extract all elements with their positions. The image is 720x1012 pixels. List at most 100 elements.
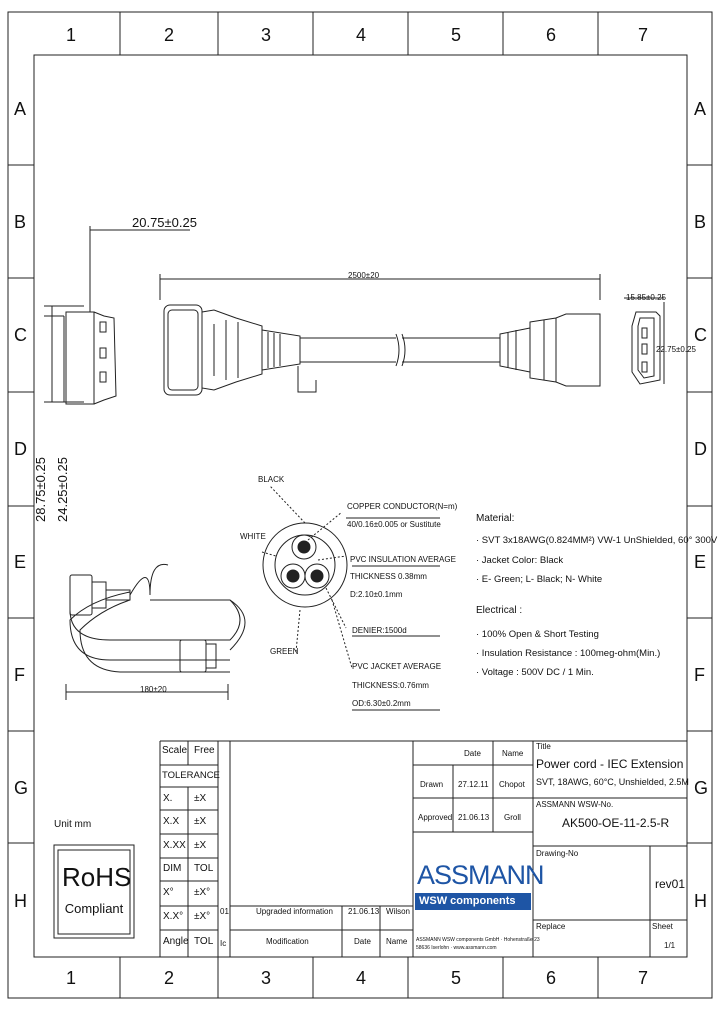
- insulation-thickness: THICKNESS 0.38mm: [350, 572, 427, 581]
- row-label-left-c: C: [14, 325, 27, 345]
- socket-front-view: [624, 297, 665, 385]
- rev-idx-label: Ic: [220, 939, 227, 948]
- assmann-logo: ASSMANN WSW components: [415, 862, 545, 912]
- conductor-title: COPPER CONDUCTOR(N=m): [347, 502, 458, 511]
- sheet-label: Sheet: [652, 922, 673, 931]
- insulation-title: PVC INSULATION AVERAGE: [350, 555, 456, 564]
- logo-sub: WSW components: [419, 895, 516, 907]
- row-label-right-g: G: [694, 778, 709, 798]
- outer-frame: [7, 11, 713, 999]
- dim-socket-height: 22.75±0.25: [656, 345, 696, 354]
- tol-val-6: TOL: [194, 936, 214, 947]
- insulation-od: D:2.10±0.1mm: [350, 590, 403, 599]
- dim-coil-length: 180±20: [140, 685, 167, 694]
- unit-label: Unit mm: [54, 819, 92, 830]
- col-label-bottom-4: 4: [356, 968, 367, 988]
- row-label-right-h: H: [694, 891, 707, 911]
- row-label-left-b: B: [14, 212, 27, 232]
- label-green: GREEN: [270, 647, 299, 656]
- drawing-no-label: Drawing-No: [536, 849, 579, 858]
- col-label-top-4: 4: [356, 25, 367, 45]
- name-header: Name: [502, 749, 524, 758]
- revision-code: rev01: [655, 877, 686, 891]
- denier: DENIER:1500d: [352, 626, 407, 635]
- tol-val-2: ±X: [194, 840, 207, 851]
- drawing-subtitle: SVT, 18AWG, 60°C, Unshielded, 2.5M: [536, 777, 689, 787]
- cable-cross-section: [261, 485, 440, 711]
- tol-key-5: X.X°: [163, 911, 184, 922]
- col-label-top-6: 6: [546, 25, 557, 45]
- label-black: BLACK: [258, 475, 285, 484]
- material-line-2: · Jacket Color: Black: [476, 555, 564, 566]
- row-label-left-f: F: [14, 665, 25, 685]
- tol-val-0: ±X: [194, 793, 207, 804]
- rev-row1-name: Wilson: [386, 907, 411, 916]
- material-line-1: · SVT 3x18AWG(0.824MM²) VW-1 UnShielded,…: [476, 535, 718, 546]
- dim-cord-length: 2500±20: [348, 271, 380, 280]
- date-header: Date: [464, 749, 481, 758]
- part-label: ASSMANN WSW-No.: [536, 800, 614, 809]
- col-label-bottom-7: 7: [638, 968, 649, 988]
- row-label-right-c: C: [694, 325, 707, 345]
- jacket-od: OD:6.30±0.2mm: [352, 699, 411, 708]
- electrical-line-3: · Voltage : 500V DC / 1 Min.: [476, 667, 594, 678]
- electrical-line-1: · 100% Open & Short Testing: [476, 629, 599, 640]
- rev-row1-num: 01: [220, 907, 229, 916]
- material-heading: Material:: [476, 513, 515, 524]
- rev-row1-text: Upgraded information: [256, 907, 333, 916]
- col-label-top-3: 3: [261, 25, 272, 45]
- logo-bar: [415, 893, 531, 910]
- col-label-bottom-2: 2: [164, 968, 175, 988]
- logo-fine-1: ASSMANN WSW components GmbH · Hohenstraß…: [416, 937, 540, 943]
- column-ticks: [119, 12, 599, 998]
- tol-key-1: X.X: [163, 816, 180, 827]
- drawn-name: Chopot: [499, 780, 525, 789]
- jacket-thickness: THICKNESS:0.76mm: [352, 681, 429, 690]
- rev-name-label: Name: [386, 937, 408, 946]
- row-label-left-h: H: [14, 891, 27, 911]
- col-label-top-7: 7: [638, 25, 649, 45]
- plug-side-view: [44, 226, 190, 405]
- rohs-compliant: Compliant: [64, 901, 124, 916]
- scale-label: Scale: [162, 745, 188, 756]
- col-label-bottom-6: 6: [546, 968, 557, 988]
- col-label-top-5: 5: [451, 25, 462, 45]
- row-label-right-e: E: [694, 552, 707, 572]
- rev-mod-label: Modification: [266, 937, 309, 946]
- approved-name: Groll: [504, 813, 521, 822]
- title-label: Title: [536, 742, 551, 751]
- col-label-top-1: 1: [66, 25, 77, 45]
- approved-date: 21.06.13: [458, 813, 490, 822]
- dim-plug-height-a: 28.75±0.25: [33, 457, 48, 522]
- row-label-right-a: A: [694, 99, 707, 119]
- col-label-bottom-5: 5: [451, 968, 462, 988]
- row-label-right-f: F: [694, 665, 705, 685]
- part-number: AK500-OE-11-2.5-R: [562, 816, 670, 830]
- rohs-box-outer: [53, 844, 135, 939]
- row-label-right-d: D: [694, 439, 707, 459]
- col-label-bottom-1: 1: [66, 968, 77, 988]
- row-ticks: [8, 164, 712, 844]
- scale-value: Free: [194, 745, 215, 756]
- replace-label: Replace: [536, 922, 566, 931]
- electrical-line-2: · Insulation Resistance : 100meg-ohm(Min…: [476, 648, 661, 659]
- drawn-date: 27.12.11: [458, 780, 489, 789]
- tol-key-2: X.XX: [163, 840, 186, 851]
- material-line-3: · E- Green; L- Black; N- White: [476, 574, 603, 585]
- tol-val-3: TOL: [194, 863, 214, 874]
- dim-plug-height-b: 24.25±0.25: [55, 457, 70, 522]
- electrical-heading: Electrical :: [476, 605, 523, 616]
- drawn-label: Drawn: [420, 780, 444, 789]
- conductor-value: 40/0.16±0.005 or Sustitute: [347, 520, 441, 529]
- approved-label: Approved: [418, 813, 453, 822]
- col-label-bottom-3: 3: [261, 968, 272, 988]
- tol-key-3: DIM: [163, 863, 182, 874]
- row-label-left-a: A: [14, 99, 27, 119]
- title-block-grid: [159, 740, 687, 957]
- coiled-cord: [65, 563, 246, 700]
- tol-key-0: X.: [163, 793, 173, 804]
- drawing-title: Power cord - IEC Extension: [536, 757, 684, 771]
- row-label-left-g: G: [14, 778, 29, 798]
- sheet-number: 1/1: [664, 941, 676, 950]
